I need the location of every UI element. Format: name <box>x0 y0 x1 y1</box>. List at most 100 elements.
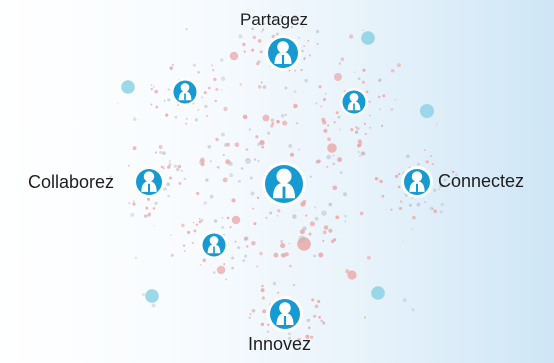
network-dot <box>451 170 455 174</box>
network-dot <box>212 69 215 72</box>
network-dot <box>221 225 225 229</box>
network-dot <box>332 185 338 191</box>
network-dot <box>344 214 347 218</box>
network-dot <box>195 223 199 226</box>
network-dot <box>408 203 412 207</box>
network-dot <box>256 196 260 199</box>
network-dot <box>429 206 434 211</box>
network-dot <box>430 155 433 158</box>
network-dot <box>380 124 384 128</box>
network-accent-dot <box>245 158 251 164</box>
network-dot <box>168 176 173 180</box>
network-dot <box>433 209 437 213</box>
network-dot <box>369 126 372 129</box>
network-dot <box>177 104 179 106</box>
network-dot <box>433 188 437 192</box>
network-dot <box>163 99 166 102</box>
network-dot <box>212 271 216 274</box>
network-dot <box>368 114 371 117</box>
node-lower-left <box>200 231 228 259</box>
network-dot <box>132 202 136 206</box>
label-right: Connectez <box>438 171 525 191</box>
network-dot <box>150 88 153 91</box>
network-dot <box>246 158 249 161</box>
network-dot <box>374 177 379 181</box>
network-dot <box>201 96 204 99</box>
network-dot <box>248 128 251 131</box>
network-dot <box>317 299 321 303</box>
network-dot <box>168 162 172 167</box>
network-dot <box>290 152 294 157</box>
network-dot <box>296 122 299 125</box>
network-dot <box>397 185 401 189</box>
network-dot <box>134 256 138 260</box>
network-dot <box>314 304 319 309</box>
network-dot <box>416 162 421 166</box>
network-dot <box>254 158 257 161</box>
network-dot <box>402 297 407 303</box>
network-dot <box>294 69 297 72</box>
network-dot <box>256 62 260 66</box>
network-dot <box>151 303 156 308</box>
network-dot <box>364 132 367 136</box>
network-accent-dot <box>216 265 226 275</box>
network-dot <box>146 197 151 201</box>
network-dot <box>169 66 173 70</box>
network-dot <box>261 145 265 149</box>
network-dot <box>185 122 188 125</box>
network-dot <box>275 32 279 36</box>
network-dot <box>398 172 401 176</box>
network-dot <box>313 314 317 318</box>
network-dot <box>178 181 182 185</box>
network-dot <box>284 113 288 117</box>
network-dot <box>301 49 304 53</box>
network-dot <box>215 137 219 142</box>
network-dot <box>332 162 336 166</box>
network-dot <box>342 192 348 197</box>
network-dot <box>229 226 232 229</box>
network-dot <box>315 29 320 34</box>
network-dot <box>293 90 297 94</box>
network-dot <box>439 210 443 214</box>
network-dot <box>333 121 336 124</box>
network-dot <box>231 256 235 260</box>
network-dot <box>198 220 202 224</box>
network-dot <box>302 199 307 204</box>
network-dot <box>130 212 135 217</box>
network-dot <box>300 68 303 72</box>
network-dot <box>305 214 308 217</box>
network-dot <box>390 108 394 111</box>
network-dot <box>128 202 131 205</box>
network-dot <box>242 42 246 47</box>
node-top <box>265 35 301 71</box>
network-dot <box>226 216 230 220</box>
network-accent-dot <box>231 215 241 225</box>
network-dot <box>259 50 263 54</box>
network-dot <box>344 220 347 223</box>
network-dot <box>269 211 273 215</box>
network-dot <box>277 209 281 213</box>
network-dot <box>242 259 246 262</box>
network-dot <box>305 334 310 339</box>
network-dot <box>185 118 188 120</box>
network-dot <box>377 95 381 99</box>
network-dot <box>128 164 130 167</box>
network-dot <box>132 200 135 203</box>
network-dot <box>397 63 401 68</box>
network-dot <box>322 321 325 323</box>
network-dot <box>425 160 429 164</box>
network-dot <box>173 164 177 168</box>
network-dot <box>220 88 223 91</box>
network-dot <box>411 308 415 312</box>
node-center <box>262 162 306 206</box>
network-dot <box>339 128 342 131</box>
network-dot <box>167 165 171 169</box>
network-dot <box>357 139 362 144</box>
network-dot <box>411 227 414 230</box>
network-dot <box>324 92 327 95</box>
network-dot <box>366 255 371 260</box>
network-dot <box>268 17 272 20</box>
node-upper-right <box>340 88 368 116</box>
network-dot <box>267 323 270 327</box>
network-dot <box>239 83 242 86</box>
